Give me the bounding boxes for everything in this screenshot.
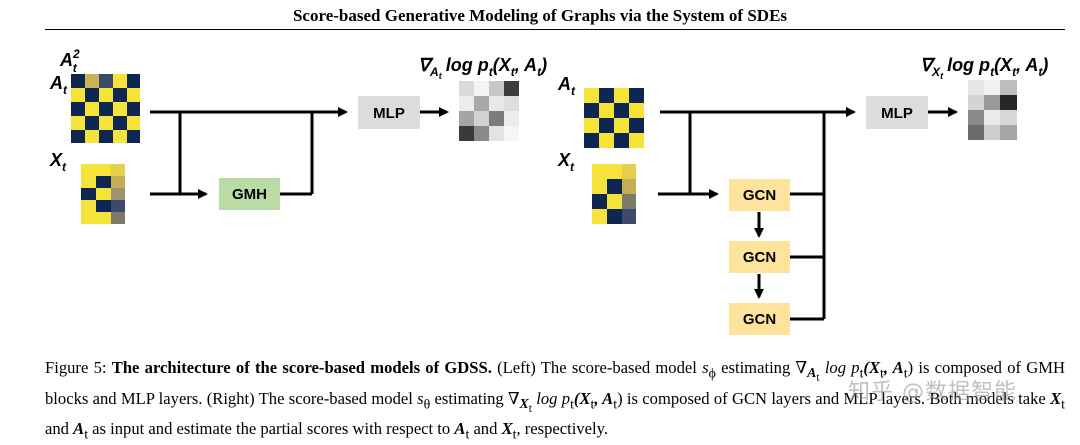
right-mlp-block: MLP — [866, 96, 928, 129]
svg-text:GMH: GMH — [232, 186, 267, 203]
left-adjacency-matrix — [71, 74, 140, 143]
gcn-block-2: GCN — [729, 241, 790, 273]
svg-text:GCN: GCN — [743, 249, 776, 266]
gcn-block-3: GCN — [729, 303, 790, 335]
svg-text:MLP: MLP — [373, 105, 405, 122]
svg-text:MLP: MLP — [881, 105, 913, 122]
right-output-label: ∇Xtlog pt(Xt, At) — [920, 55, 1048, 81]
watermark-text: 知乎 @数据智能 — [848, 380, 1017, 405]
right-label-a: At — [557, 74, 576, 98]
right-adjacency-matrix — [584, 88, 644, 148]
gcn-block-1: GCN — [729, 179, 790, 211]
left-label-a: At — [49, 73, 68, 97]
left-output-matrix — [459, 81, 519, 141]
left-feature-matrix — [81, 164, 125, 224]
figure-caption: Figure 5: The architecture of the score-… — [45, 358, 1065, 442]
page-header: Score-based Generative Modeling of Graph… — [292, 6, 788, 25]
left-output-label: ∇Atlog pt(Xt, At) — [418, 55, 547, 81]
left-label-x: Xt — [49, 150, 67, 174]
left-mlp-block: MLP — [358, 96, 420, 129]
right-feature-matrix — [592, 164, 636, 224]
header-rule — [45, 29, 1065, 30]
svg-text:GCN: GCN — [743, 187, 776, 204]
svg-text:GCN: GCN — [743, 311, 776, 328]
right-output-matrix — [968, 80, 1017, 140]
gmh-block: GMH — [219, 178, 280, 210]
right-label-x: Xt — [557, 150, 575, 174]
